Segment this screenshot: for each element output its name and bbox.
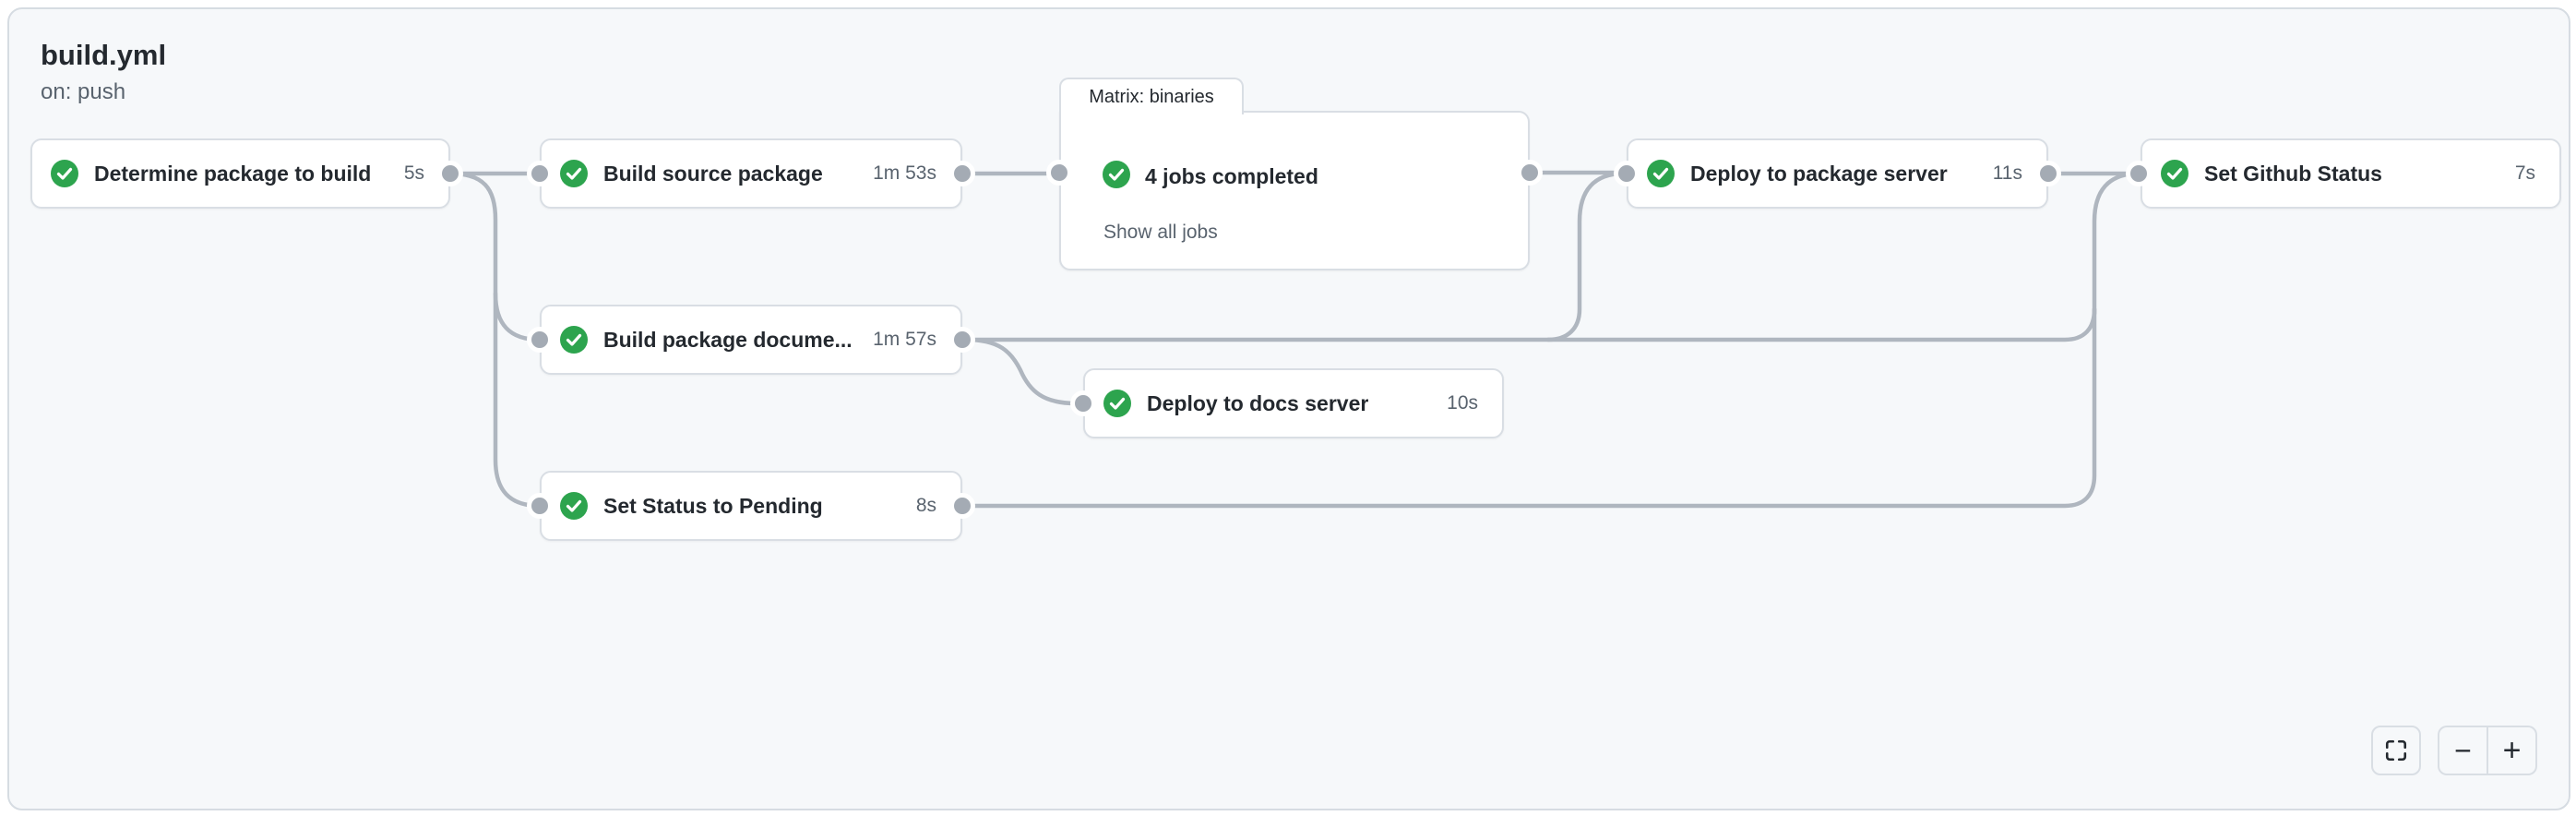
connector-dot — [949, 493, 975, 519]
job-node-build-package-docs[interactable]: Build package docume... 1m 57s — [540, 305, 962, 375]
job-duration: 5s — [403, 162, 424, 184]
fullscreen-icon — [2384, 738, 2408, 762]
job-duration: 10s — [1447, 392, 1478, 414]
job-duration: 1m 53s — [873, 162, 936, 184]
job-label: Set Github Status — [2204, 161, 2382, 186]
zoom-in-button[interactable]: + — [2487, 726, 2537, 775]
job-label: Deploy to package server — [1690, 161, 1948, 186]
connector-dot — [437, 161, 463, 186]
success-check-icon — [1647, 160, 1675, 187]
connector-dot — [527, 493, 553, 519]
success-check-icon — [2161, 160, 2188, 187]
job-label: Build source package — [603, 161, 823, 186]
success-check-icon — [1103, 161, 1130, 193]
success-check-icon — [51, 160, 78, 187]
zoom-out-button[interactable]: − — [2438, 726, 2487, 775]
connector-dot — [1070, 390, 1096, 416]
success-check-icon — [560, 326, 588, 354]
job-node-deploy-docs-server[interactable]: Deploy to docs server 10s — [1083, 368, 1504, 438]
fullscreen-button[interactable] — [2371, 726, 2421, 775]
connector-dot — [2126, 161, 2152, 186]
workflow-title: build.yml — [41, 39, 167, 71]
connector-dot — [2035, 161, 2061, 186]
success-check-icon — [560, 160, 588, 187]
connector-dot — [1614, 161, 1640, 186]
job-label: Build package docume... — [603, 327, 853, 352]
job-duration: 8s — [915, 495, 936, 516]
connector-dot — [949, 161, 975, 186]
connector-dot — [1517, 160, 1543, 186]
matrix-tab: Matrix: binaries — [1059, 78, 1244, 114]
success-check-icon — [560, 492, 588, 520]
job-node-set-status-pending[interactable]: Set Status to Pending 8s — [540, 471, 962, 541]
connector-dot — [527, 161, 553, 186]
job-label: Determine package to build — [94, 161, 372, 186]
matrix-group-box[interactable]: 4 jobs completed Show all jobs — [1059, 111, 1530, 270]
matrix-summary-label: 4 jobs completed — [1145, 164, 1318, 188]
workflow-trigger: on: push — [41, 78, 126, 104]
job-node-deploy-package-server[interactable]: Deploy to package server 11s — [1627, 138, 2048, 209]
show-all-jobs-link[interactable]: Show all jobs — [1103, 222, 1218, 243]
job-duration: 1m 57s — [873, 329, 936, 350]
job-label: Set Status to Pending — [603, 493, 823, 518]
connector-dot — [527, 327, 553, 353]
success-check-icon — [1103, 390, 1131, 417]
zoom-button-group: − + — [2438, 726, 2537, 775]
job-node-determine-package[interactable]: Determine package to build 5s — [30, 138, 450, 209]
job-node-build-source[interactable]: Build source package 1m 53s — [540, 138, 962, 209]
matrix-tab-label: Matrix: binaries — [1089, 86, 1214, 107]
graph-controls: − + — [2371, 726, 2537, 775]
connector-dot — [1046, 160, 1072, 186]
job-node-set-github-status[interactable]: Set Github Status 7s — [2141, 138, 2561, 209]
matrix-summary-row: 4 jobs completed — [1103, 161, 1318, 193]
workflow-header: build.yml on: push — [41, 39, 166, 105]
job-duration: 7s — [2514, 162, 2535, 184]
connector-dot — [949, 327, 975, 353]
job-label: Deploy to docs server — [1147, 390, 1369, 415]
job-duration: 11s — [1992, 162, 2022, 184]
